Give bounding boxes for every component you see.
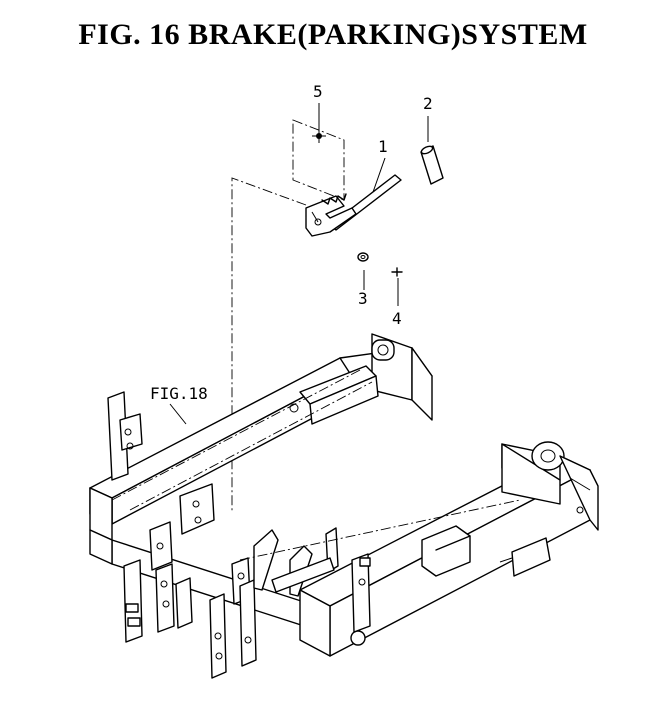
callout-4[interactable]: 4 xyxy=(392,309,402,328)
callout-5[interactable]: 5 xyxy=(313,82,323,101)
callout-3[interactable]: 3 xyxy=(358,289,368,308)
tractor-frame[interactable] xyxy=(89,333,599,657)
left-upright-bracket[interactable] xyxy=(107,391,143,481)
washer-part-3[interactable] xyxy=(357,252,369,262)
hidden-lines xyxy=(111,369,521,561)
figure-title: FIG. 16 BRAKE(PARKING)SYSTEM xyxy=(78,18,588,51)
rear-bracket[interactable] xyxy=(351,553,371,633)
assembly-line xyxy=(231,177,307,512)
center-links[interactable] xyxy=(253,527,339,597)
pin-part-4[interactable] xyxy=(391,267,403,277)
callout-1[interactable]: 1 xyxy=(378,137,388,156)
leader-lines xyxy=(169,103,429,425)
fig-18-reference[interactable]: FIG.18 xyxy=(150,384,208,403)
brake-lever-part-1[interactable] xyxy=(305,174,402,237)
label-plate-part-5[interactable] xyxy=(292,119,345,201)
callout-2[interactable]: 2 xyxy=(423,94,433,113)
lower-mounting-arms[interactable] xyxy=(123,559,257,679)
grip-part-2[interactable] xyxy=(420,145,444,185)
